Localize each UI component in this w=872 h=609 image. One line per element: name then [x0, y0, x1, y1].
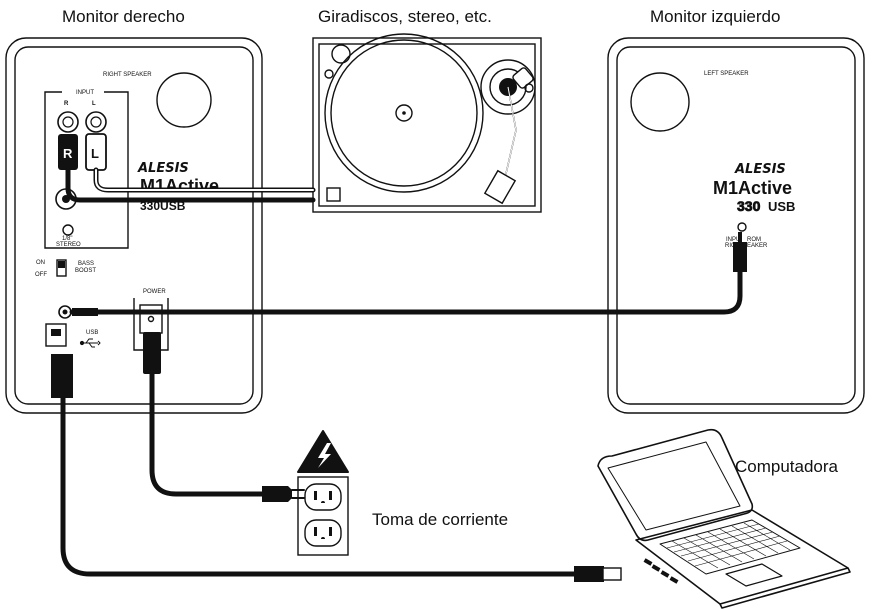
power-socket-icon — [139, 304, 163, 334]
left-input-label-1: INPU — [726, 237, 740, 243]
left-model-sub-a: 330 — [737, 198, 761, 214]
bass-off-label: OFF — [35, 272, 47, 278]
port-icon — [156, 72, 212, 128]
left-speaker: LEFT SPEAKER ALESIS M1Active 330 USB INP… — [607, 37, 865, 414]
left-model: M1Active — [713, 178, 792, 198]
mini-jack-icon — [62, 224, 74, 236]
left-from-label-1: ROM — [747, 237, 761, 243]
left-brand: ALESIS — [734, 162, 786, 177]
usb-icon — [79, 338, 101, 348]
usb-label: USB — [86, 330, 98, 336]
stereo-label-2: STEREO — [56, 242, 81, 248]
speaker-plug-icon — [733, 242, 747, 272]
usb-port-icon — [45, 323, 67, 347]
svg-text:L: L — [91, 146, 99, 161]
turntable-caption: Giradiscos, stereo, etc. — [318, 7, 492, 26]
usb-plug-icon — [51, 354, 73, 398]
left-speaker-title: LEFT SPEAKER — [704, 71, 749, 77]
r-label: R — [64, 101, 69, 107]
speaker-input-jack-icon — [737, 222, 747, 232]
right-speaker: RIGHT SPEAKER INPUT R L R L 1/8" STEREO … — [5, 37, 263, 414]
right-model: M1Active — [140, 176, 219, 196]
svg-text:R: R — [63, 146, 73, 161]
outlet-caption: Toma de corriente — [372, 510, 509, 529]
left-model-sub-b: USB — [768, 199, 795, 214]
cables — [51, 167, 747, 582]
rca-right-plug-icon: R — [57, 111, 79, 170]
port-icon — [630, 72, 690, 132]
stereo-label-1: 1/8" — [62, 236, 72, 242]
left-from-label-2: EAKER — [747, 243, 768, 249]
power-label: POWER — [143, 289, 166, 295]
bass-boost-switch[interactable] — [56, 259, 67, 277]
laptop-icon — [597, 428, 851, 609]
bass-on-label: ON — [36, 260, 45, 266]
power-plug-icon — [143, 332, 161, 374]
bass-label-1: BASS — [78, 261, 94, 267]
input-label: INPUT — [76, 90, 94, 96]
right-monitor-caption: Monitor derecho — [62, 7, 185, 26]
l-label: L — [92, 101, 96, 107]
left-monitor-caption: Monitor izquierdo — [650, 7, 781, 26]
bass-label-2: BOOST — [75, 268, 96, 274]
high-voltage-warning-icon — [297, 430, 349, 473]
power-outlet-icon — [297, 476, 349, 556]
right-brand: ALESIS — [137, 161, 189, 176]
rca-left-plug-icon: L — [85, 111, 107, 171]
turntable-icon — [312, 33, 542, 213]
right-speaker-title: RIGHT SPEAKER — [103, 72, 152, 78]
computer-caption: Computadora — [735, 457, 839, 476]
